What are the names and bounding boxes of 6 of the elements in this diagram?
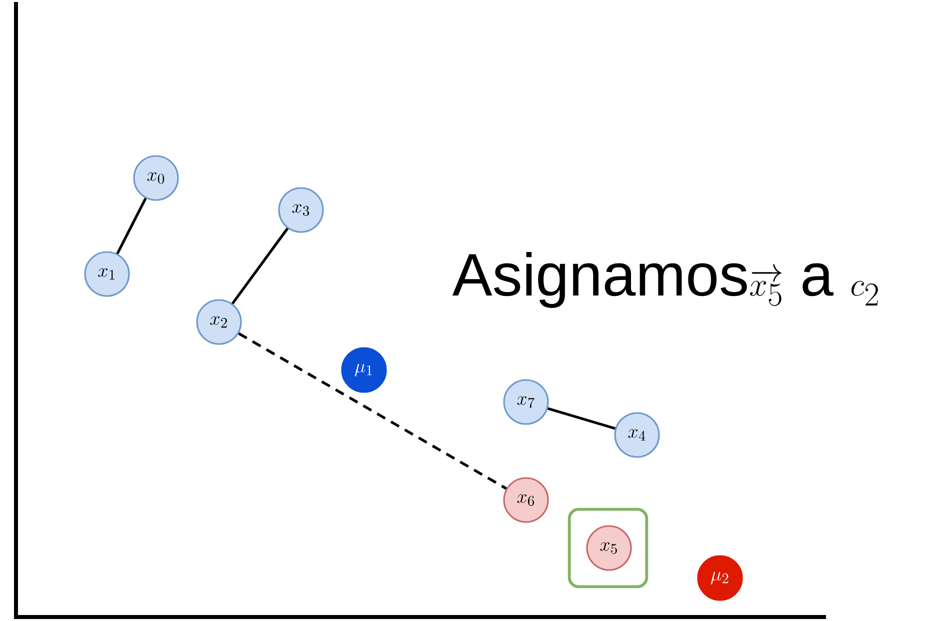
caption-text: $\text{Asignamos}\overrightarrow{x_5}\text{ a }c_2$: [452, 252, 878, 308]
highlight-box: [568, 508, 648, 588]
connector-line: [547, 407, 616, 430]
connector-line: [231, 228, 289, 304]
connector-line: [238, 332, 507, 490]
connector-line: [116, 198, 147, 254]
